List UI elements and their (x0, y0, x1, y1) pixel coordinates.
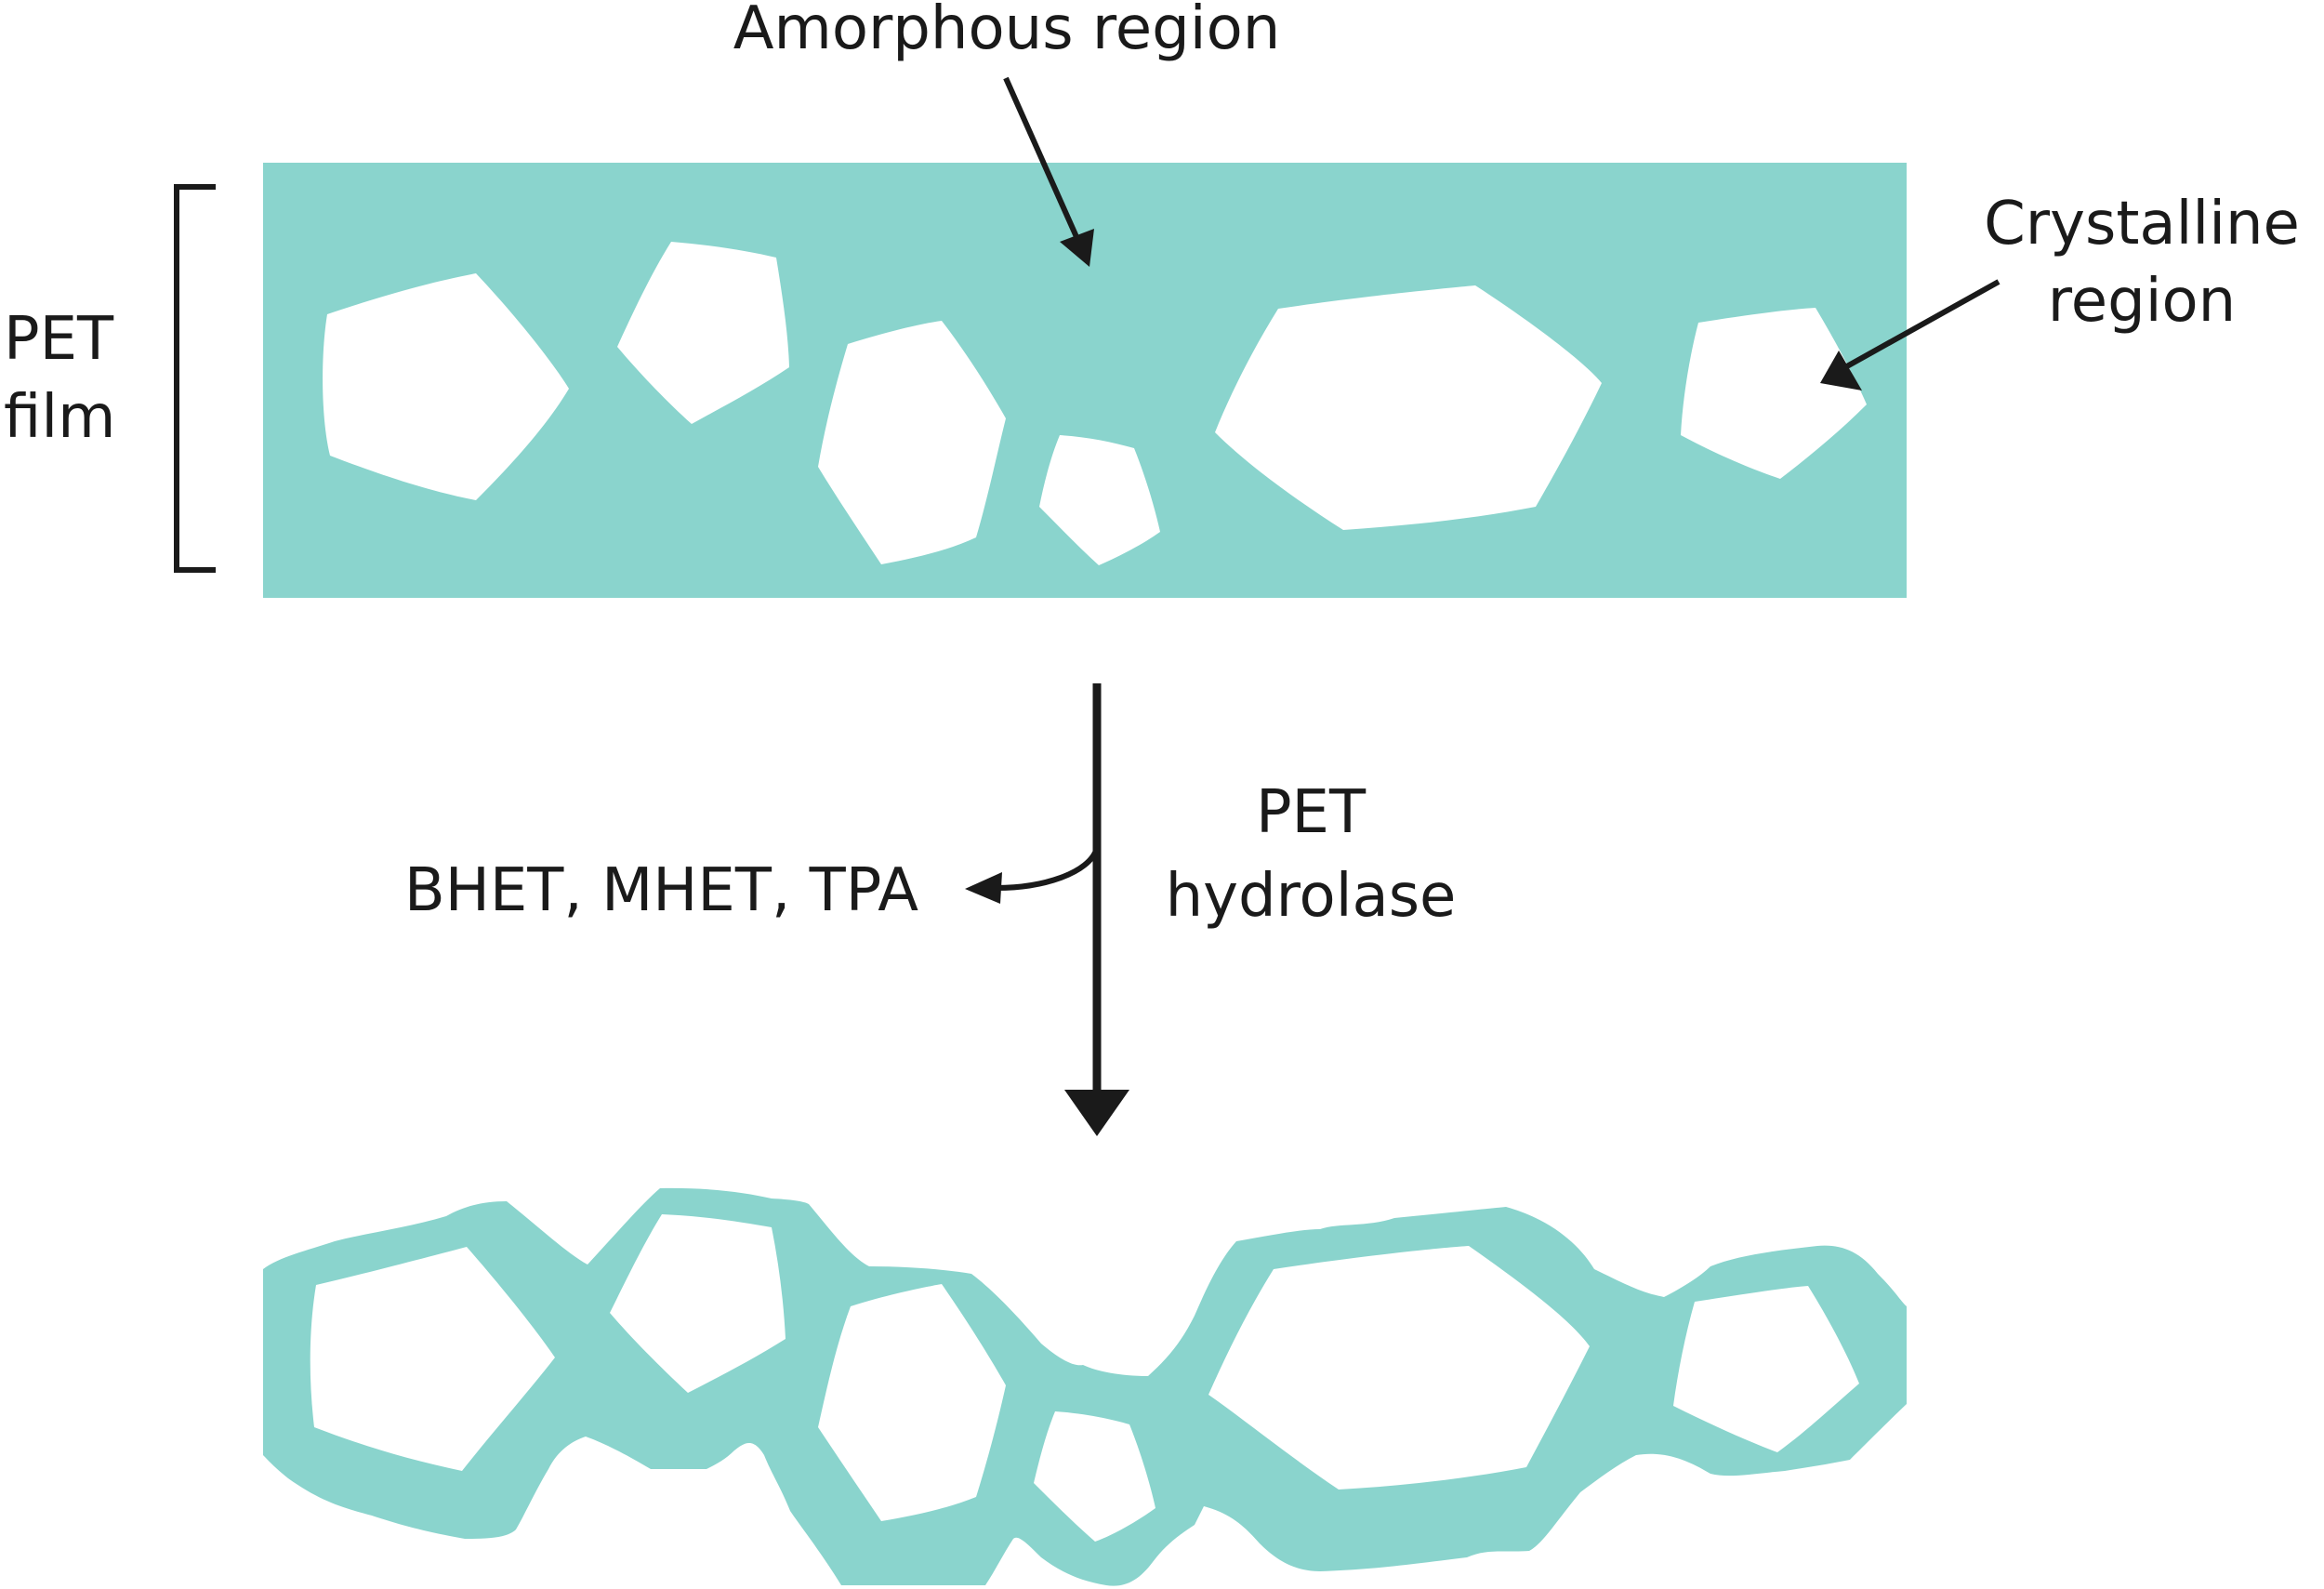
pet-film-label-line2: film (4, 383, 115, 452)
amorphous-arrowhead (1060, 229, 1094, 267)
crystal-domain (1208, 1246, 1590, 1490)
remaining-crystalline-domains (310, 1214, 1859, 1542)
crystal-domain (310, 1247, 555, 1471)
enzyme-label-line2: hydrolase (1166, 862, 1457, 931)
crystalline-domains (323, 242, 1867, 565)
enzyme-label-line1: PET (1256, 778, 1367, 847)
crystalline-region-label-line2: region (2048, 267, 2236, 336)
amorphous-region-label: Amorphous region (733, 0, 1281, 63)
products-label: BHET, MHET, TPA (404, 856, 918, 925)
amorphous-arrow (1003, 76, 1088, 258)
byproduct-release-arrow (996, 846, 1100, 891)
crystal-domain (323, 273, 569, 500)
crystal-domain (1215, 285, 1602, 530)
crystal-domain (1034, 1411, 1155, 1542)
crystal-domain (1039, 435, 1160, 565)
crystalline-region-label-line1: Crystalline (1984, 190, 2300, 258)
crystal-domain (818, 1284, 1006, 1521)
pet-film-intact (263, 163, 1907, 598)
pet-film-degraded (263, 1187, 1907, 1586)
pet-film-label-line1: PET (4, 305, 114, 374)
reaction-arrowhead (1064, 1090, 1129, 1136)
crystal-domain (1673, 1286, 1859, 1452)
byproduct-arrowhead (965, 872, 1002, 904)
crystalline-arrowhead (1820, 351, 1862, 391)
crystal-domain (617, 242, 789, 424)
crystal-domain (1681, 308, 1867, 479)
crystalline-arrow (1843, 279, 2000, 370)
crystal-domain (818, 321, 1006, 564)
pet-film-bracket (174, 184, 216, 573)
crystal-domain (610, 1214, 786, 1393)
